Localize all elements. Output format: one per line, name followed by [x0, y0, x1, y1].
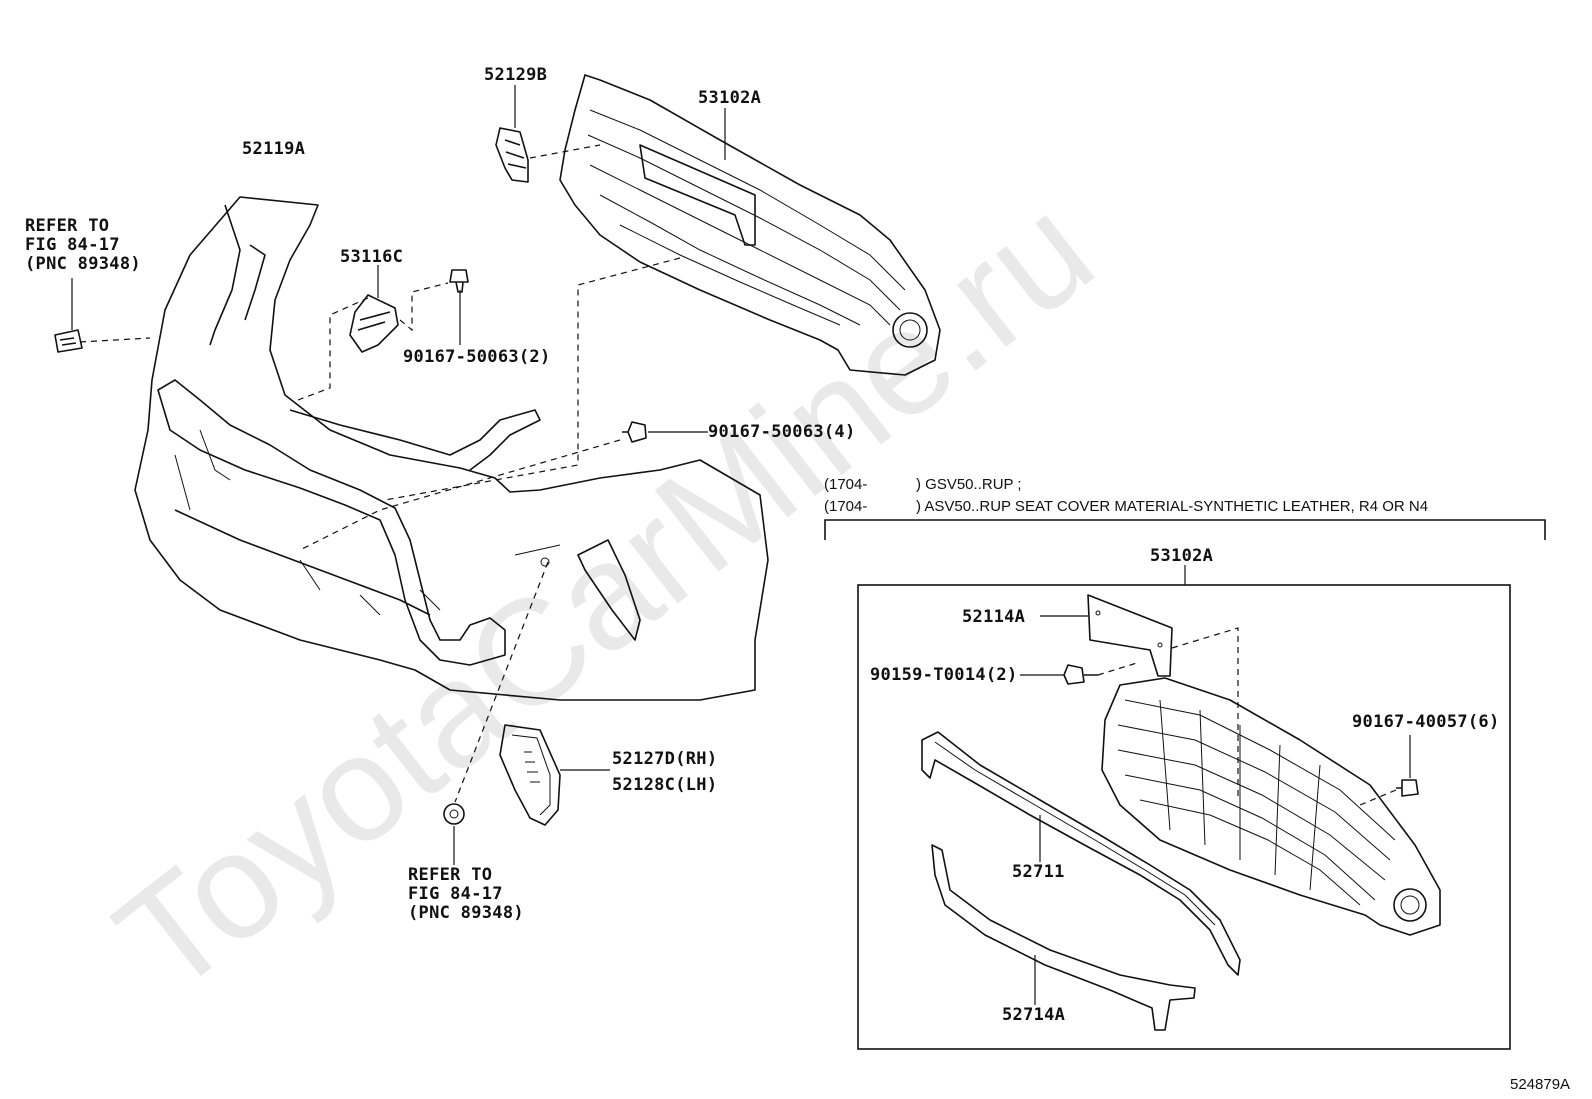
label-52119A: 52119A	[242, 139, 305, 159]
note-1-text: ) GSV50..RUP ;	[916, 476, 1022, 493]
molding-52711[interactable]	[921, 731, 1241, 976]
clip-90167-50063-2[interactable]	[449, 269, 469, 293]
note-2-date: (1704-	[824, 498, 867, 515]
plate-52114A[interactable]	[1087, 594, 1173, 677]
label-52129B: 52129B	[484, 65, 547, 85]
label-53102A-top: 53102A	[698, 88, 761, 108]
refer-bottom-line-2: FIG 84-17	[408, 884, 503, 904]
refer-top-line-2: FIG 84-17	[25, 235, 120, 255]
molding-52714A[interactable]	[931, 844, 1196, 1031]
label-53116C: 53116C	[340, 247, 403, 267]
grille-detail[interactable]	[1101, 677, 1441, 936]
label-90159-T0014: 90159-T0014(2)	[870, 665, 1018, 685]
leader-53116C-dash2	[399, 282, 449, 332]
garnish-52127D-52128C[interactable]	[499, 724, 561, 826]
leader-52114A-dash	[1171, 627, 1239, 800]
note-1-date: (1704-	[824, 476, 867, 493]
bracket-52129B[interactable]	[495, 127, 529, 183]
watermark: ToyotaCarMine.ru	[86, 164, 1122, 1025]
bumper-cover-52119A[interactable]	[134, 196, 769, 701]
leader-connector	[79, 337, 151, 343]
refer-top-line-1: REFER TO	[25, 216, 109, 236]
clip-90167-50063-4[interactable]	[622, 421, 647, 443]
refer-note-top: REFER TO FIG 84-17 (PNC 89348)	[25, 216, 141, 274]
refer-top-line-3: (PNC 89348)	[25, 254, 141, 274]
label-90167-40057: 90167-40057(6)	[1352, 712, 1500, 732]
grille-detail-box	[857, 584, 1511, 1050]
label-52114A: 52114A	[962, 607, 1025, 627]
leader-clip4-dash	[299, 439, 621, 551]
refer-note-bottom: REFER TO FIG 84-17 (PNC 89348)	[408, 865, 524, 923]
label-52127D: 52127D(RH)	[612, 749, 717, 769]
leader-clip-40057-dash	[1359, 789, 1397, 806]
connector-part[interactable]	[54, 329, 83, 353]
nut-part[interactable]	[443, 803, 465, 825]
label-53102A-box: 53102A	[1150, 546, 1213, 566]
screw-90159-T0014[interactable]	[1063, 664, 1098, 685]
clip-90167-40057[interactable]	[1396, 779, 1419, 797]
refer-bottom-line-1: REFER TO	[408, 865, 492, 885]
leader-53116C-dash	[297, 297, 369, 401]
grille-53102A-upper[interactable]	[559, 74, 941, 376]
figure-id: 524879A	[1510, 1076, 1570, 1093]
refer-bottom-line-3: (PNC 89348)	[408, 903, 524, 923]
label-90167-50063-4: 90167-50063(4)	[708, 422, 856, 442]
variant-bracket	[824, 519, 1546, 540]
label-52714A: 52714A	[1002, 1005, 1065, 1025]
variant-notes: (1704- ) GSV50..RUP ; (1704- ) ASV50..RU…	[824, 476, 1428, 515]
leader-screw-dash	[1097, 661, 1141, 676]
note-2-text: ) ASV50..RUP SEAT COVER MATERIAL-SYNTHET…	[916, 498, 1428, 515]
leader-nut-dash	[454, 561, 549, 803]
label-52711: 52711	[1012, 862, 1065, 882]
label-90167-50063-2: 90167-50063(2)	[403, 347, 551, 367]
label-52128C: 52128C(LH)	[612, 775, 717, 795]
bracket-53116C[interactable]	[349, 294, 399, 353]
